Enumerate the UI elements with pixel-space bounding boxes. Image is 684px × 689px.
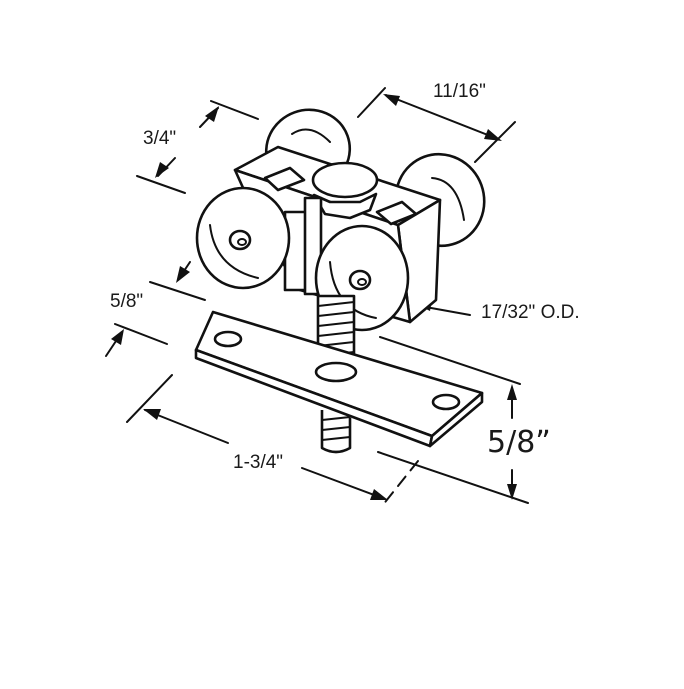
- label-plate-width: 5/8”: [487, 425, 551, 460]
- mounting-plate: [194, 310, 484, 448]
- label-plate-length: 1-3/4": [233, 452, 284, 473]
- plate-hole-left: [213, 330, 243, 348]
- front-left-wheel: [195, 186, 291, 290]
- label-wheel-height: 3/4": [143, 128, 177, 149]
- label-wheel-diameter: 17/32" O.D.: [481, 302, 580, 323]
- dimension-line-1-3-4: [126, 374, 419, 507]
- label-bracket-height: 5/8": [110, 291, 144, 312]
- dimension-line-5-8-left: [105, 261, 206, 357]
- label-wheel-span: 11/16": [433, 81, 486, 102]
- plate-hole-right: [431, 393, 461, 411]
- dimension-line-5-8-right: [377, 336, 529, 504]
- dimension-line-11-16: [357, 87, 516, 163]
- dimension-line-3-4: [136, 100, 259, 194]
- threaded-stud-lower: [320, 410, 352, 454]
